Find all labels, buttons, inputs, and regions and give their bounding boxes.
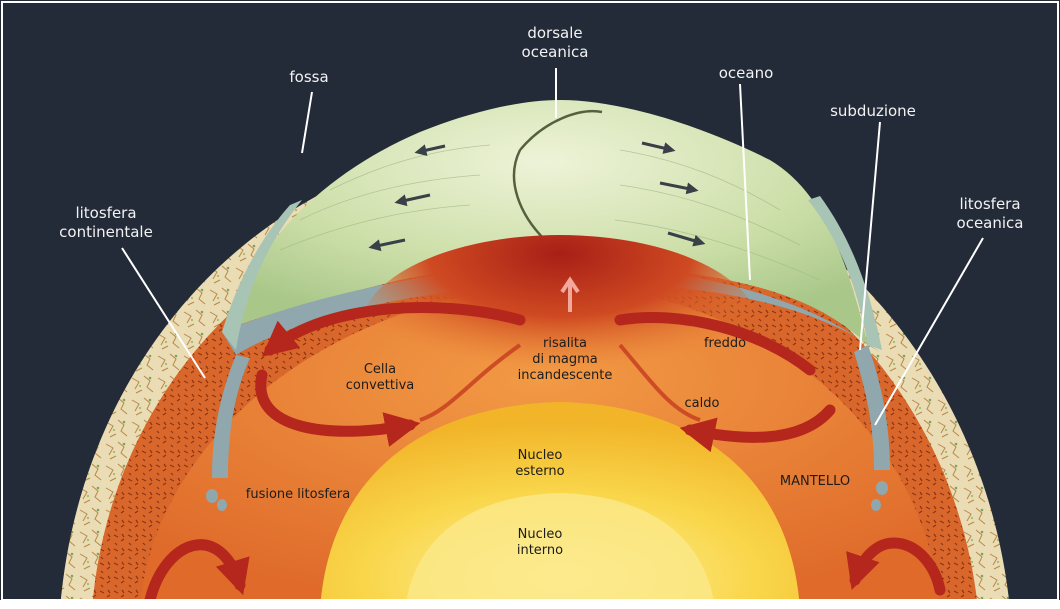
- label-mantle: MANTELLO: [765, 474, 865, 490]
- label-cold: freddo: [690, 336, 760, 352]
- melting-blob: [217, 499, 227, 511]
- melting-blob: [206, 489, 218, 503]
- melting-blob: [871, 499, 881, 511]
- label-lithosphere-melting: fusione litosfera: [228, 487, 368, 503]
- label-oceanic-lithosphere: litosfera oceanica: [940, 195, 1040, 233]
- label-hot: caldo: [672, 396, 732, 412]
- label-outer-core: Nucleo esterno: [500, 448, 580, 480]
- label-continental-lithosphere: litosfera continentale: [45, 204, 167, 242]
- label-ocean: oceano: [710, 64, 782, 83]
- label-magma-rise: risalita di magma incandescente: [505, 336, 625, 384]
- label-ridge: dorsale oceanica: [509, 24, 601, 62]
- bottom-strip: [0, 600, 1060, 609]
- label-convective-cell: Cella convettiva: [330, 362, 430, 394]
- label-subduction: subduzione: [818, 102, 928, 121]
- label-trench: fossa: [283, 68, 335, 87]
- label-inner-core: Nucleo interno: [500, 527, 580, 559]
- melting-blob: [876, 481, 888, 495]
